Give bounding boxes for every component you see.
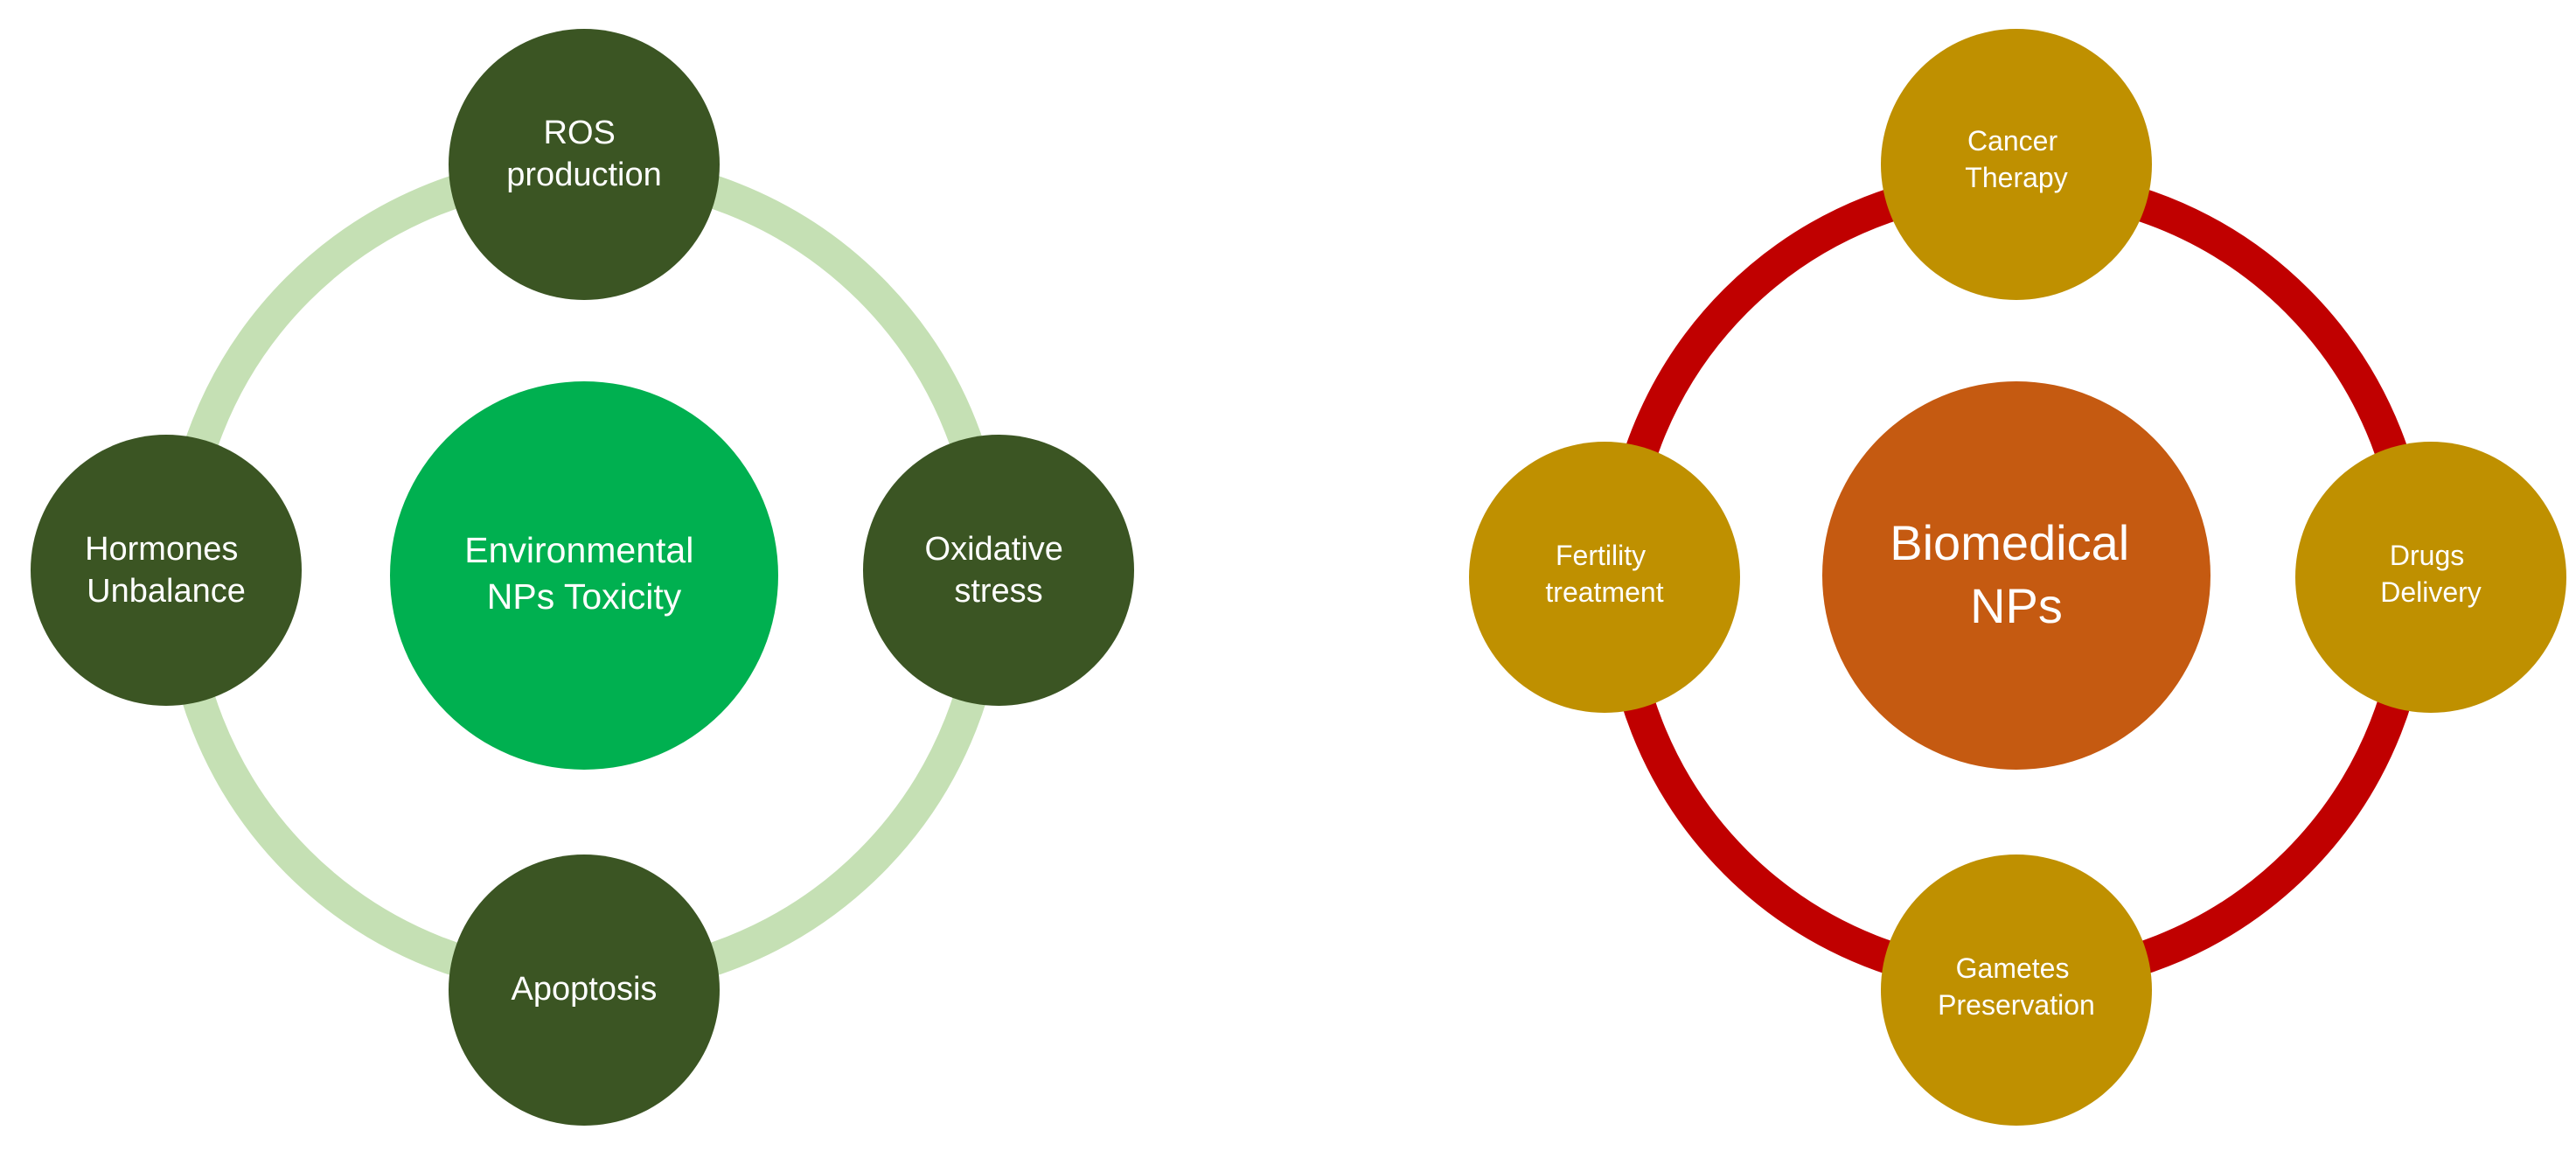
left-node-left-label: Hormones Unbalance [85, 531, 247, 610]
right-node-top-circle [1881, 29, 2152, 300]
left-center-label: Environmental NPs Toxicity [464, 530, 703, 617]
right-node-left: Fertility treatment [1469, 442, 1740, 713]
right-node-bottom: Gametes Preservation [1881, 855, 2152, 1126]
right-node-right: Drugs Delivery [2295, 442, 2566, 713]
right-node-left-label: Fertility treatment [1545, 540, 1663, 608]
left-node-top-circle [449, 29, 720, 300]
left-center-circle [390, 381, 778, 770]
left-node-bottom: Apoptosis [449, 855, 720, 1126]
right-center-circle [1822, 381, 2210, 770]
environmental-toxicity-cycle: Environmental NPs Toxicity ROS productio… [31, 29, 1134, 1126]
right-node-right-label: Drugs Delivery [2380, 540, 2482, 608]
right-node-bottom-circle [1881, 855, 2152, 1126]
left-node-left-circle [31, 435, 302, 706]
right-node-right-circle [2295, 442, 2566, 713]
left-center-node: Environmental NPs Toxicity [390, 381, 778, 770]
right-node-top: Cancer Therapy [1881, 29, 2152, 300]
left-node-top-label: ROS production [506, 115, 661, 193]
right-node-top-label: Cancer Therapy [1965, 125, 2067, 193]
biomedical-applications-cycle: Biomedical NPs Cancer Therapy Drugs Deli… [1469, 29, 2566, 1126]
left-node-top: ROS production [449, 29, 720, 300]
right-node-left-circle [1469, 442, 1740, 713]
left-node-right-circle [863, 435, 1134, 706]
right-center-node: Biomedical NPs [1822, 381, 2210, 770]
right-center-label: Biomedical NPs [1890, 515, 2142, 633]
left-node-bottom-circle [449, 855, 720, 1126]
right-node-bottom-label: Gametes Preservation [1938, 952, 2095, 1021]
left-node-left: Hormones Unbalance [31, 435, 302, 706]
left-node-right: Oxidative stress [863, 435, 1134, 706]
left-node-right-label: Oxidative stress [925, 531, 1073, 610]
left-node-bottom-label: Apoptosis [512, 971, 658, 1008]
